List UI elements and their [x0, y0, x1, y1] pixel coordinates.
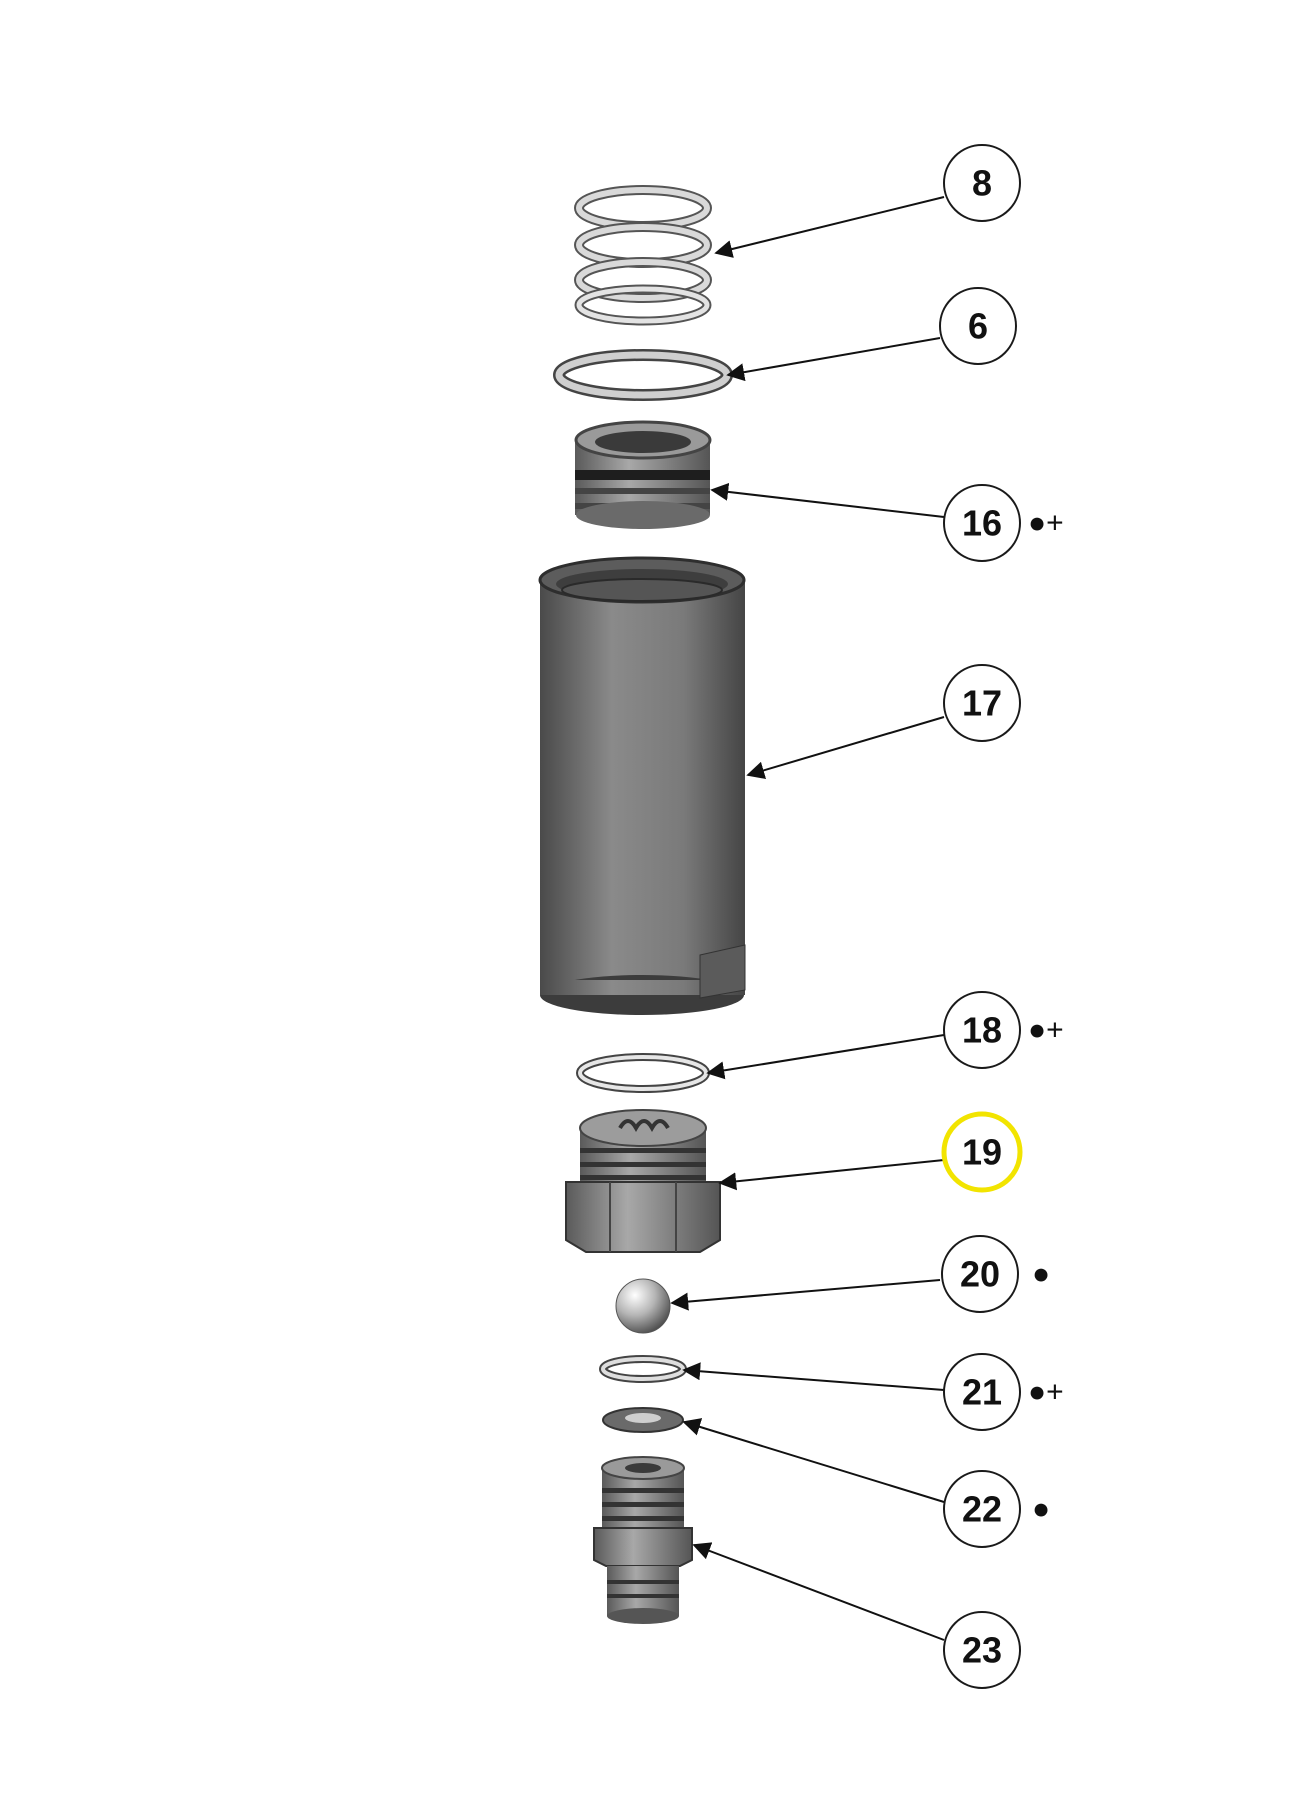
thin-ring-part: [576, 1053, 710, 1093]
callout-8-number: 8: [972, 163, 992, 204]
leader-6: [726, 337, 941, 382]
callout-8: 8: [943, 144, 1021, 222]
callout-22-number: 22: [962, 1489, 1002, 1530]
callout-20-number: 20: [960, 1254, 1000, 1295]
callout-6: 6: [939, 287, 1017, 365]
callout-23: 23: [943, 1611, 1021, 1689]
callout-21: 21 ●+: [943, 1353, 1064, 1431]
threaded-fitting-part: [593, 1456, 693, 1624]
hex-fitting-part: [565, 1109, 721, 1253]
callout-23-number: 23: [962, 1630, 1002, 1671]
callout-16: 16 ●+: [943, 484, 1064, 562]
callout-18-suffix: ●+: [1028, 1014, 1064, 1047]
callout-21-number: 21: [962, 1372, 1002, 1413]
leader-21: [682, 1362, 945, 1391]
leader-19: [718, 1159, 945, 1191]
leader-16: [710, 482, 945, 518]
flat-ring-part: [553, 349, 733, 401]
callout-6-number: 6: [968, 306, 988, 347]
leader-22: [682, 1418, 945, 1503]
callout-19: 19: [941, 1111, 1023, 1193]
leader-17: [746, 716, 945, 780]
small-oring-part: [599, 1355, 687, 1383]
callout-17: 17: [943, 664, 1021, 742]
callout-20: 20 ●: [941, 1235, 1050, 1313]
callout-22-suffix: ●: [1032, 1493, 1050, 1526]
leader-20: [670, 1279, 941, 1311]
callout-21-suffix: ●+: [1028, 1376, 1064, 1409]
washer-part: [602, 1407, 684, 1433]
spring-part: [574, 185, 712, 326]
callout-20-suffix: ●: [1032, 1258, 1050, 1291]
callout-18: 18 ●+: [943, 991, 1064, 1069]
threaded-sleeve-part: [574, 420, 712, 529]
callout-16-suffix: ●+: [1028, 507, 1064, 540]
callout-22: 22 ●: [943, 1470, 1050, 1548]
callout-17-number: 17: [962, 683, 1002, 724]
leader-lines: [670, 196, 945, 1641]
leader-18: [706, 1034, 945, 1080]
leader-8: [714, 196, 945, 258]
callout-19-number: 19: [962, 1132, 1002, 1173]
leader-23: [692, 1542, 945, 1641]
cylinder-body-part: [538, 556, 746, 1015]
callouts: 8 6 16 ●+ 17 18 ●+ 19: [939, 144, 1064, 1689]
callout-16-number: 16: [962, 503, 1002, 544]
callout-18-number: 18: [962, 1010, 1002, 1051]
ball-part: [615, 1278, 671, 1334]
